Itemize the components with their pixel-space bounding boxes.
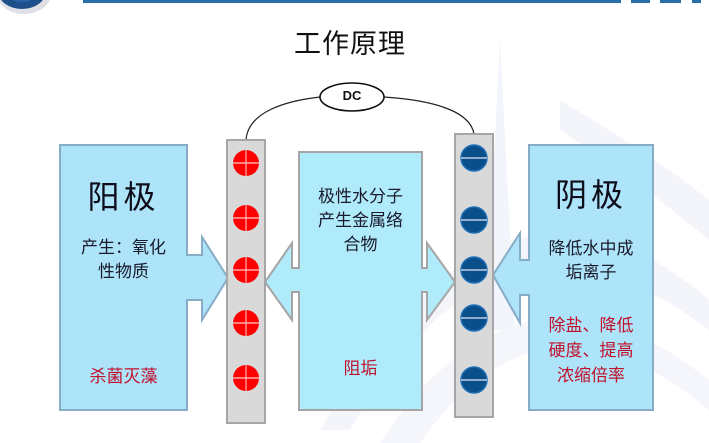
plus-icon	[233, 150, 259, 179]
cathode-effect-line: 浓缩倍率	[557, 366, 625, 386]
cathode-description: 降低水中成 垢离子	[529, 237, 653, 285]
middle-effect: 阻垢	[343, 359, 378, 379]
cathode-heading: 阴极	[554, 176, 627, 214]
anode-charges	[233, 150, 259, 394]
middle-box	[263, 151, 457, 411]
header-bar	[83, 0, 701, 3]
minus-icon	[460, 206, 488, 234]
minus-icon	[460, 366, 488, 394]
middle-description-line: 产生金属络	[318, 211, 403, 231]
middle-description: 极性水分子 产生金属络 合物	[299, 185, 422, 257]
cathode-box	[491, 144, 654, 411]
minus-icon	[460, 304, 488, 332]
cathode-description-line: 垢离子	[565, 263, 617, 283]
wire-anode	[245, 96, 321, 141]
plus-icon	[233, 310, 259, 339]
middle-description-line: 合物	[343, 235, 378, 255]
cathode-effect-line: 除盐、降低	[548, 316, 634, 336]
anode-description-line: 产生：氧化	[81, 238, 166, 258]
minus-icon	[460, 144, 488, 172]
anode-heading: 阳极	[87, 178, 160, 216]
minus-icon	[460, 256, 488, 284]
page-title: 工作原理	[294, 29, 406, 60]
logo-icon	[0, 0, 50, 14]
plus-icon	[233, 365, 259, 394]
wire-cathode	[383, 96, 475, 135]
middle-description-line: 极性水分子	[318, 187, 403, 207]
dc-label: DC	[342, 88, 362, 103]
cathode-description-line: 降低水中成	[548, 239, 634, 259]
plus-icon	[233, 205, 259, 234]
anode-description: 产生：氧化 性物质	[60, 236, 187, 284]
anode-description-line: 性物质	[98, 262, 149, 282]
dc-power-source	[319, 82, 385, 112]
cathode-charges	[460, 144, 488, 394]
anode-effect: 杀菌灭藻	[89, 367, 158, 387]
cathode-effect: 除盐、降低 硬度、提高 浓缩倍率	[529, 314, 653, 389]
plus-icon	[233, 257, 259, 286]
anode-box	[59, 144, 230, 411]
cathode-effect-line: 硬度、提高	[548, 341, 634, 361]
